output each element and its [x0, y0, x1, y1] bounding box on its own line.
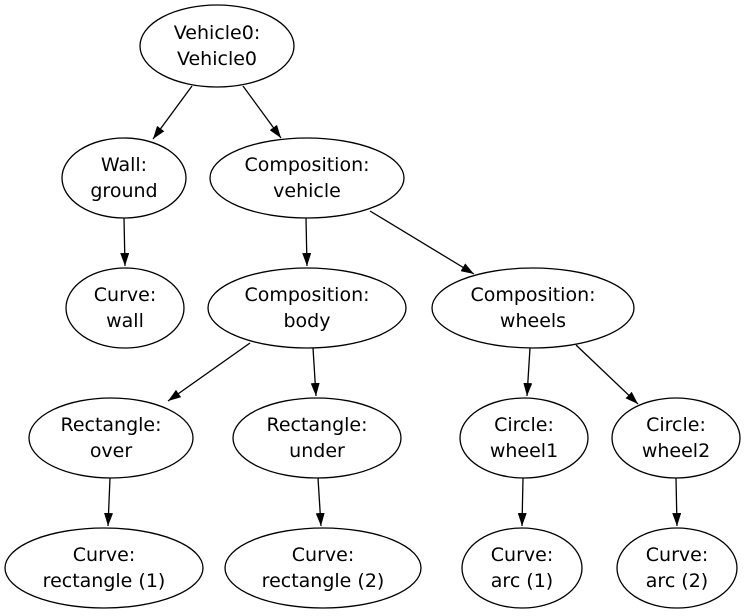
edge-composition-body-to-rectangle-under: [310, 347, 320, 397]
edge-composition-body-to-rectangle-over: [167, 342, 251, 402]
node-wall-ground: Wall: ground: [61, 137, 187, 219]
node-circle-wheel1-ellipse: [459, 397, 589, 479]
node-rectangle-over-line2: over: [90, 440, 133, 462]
node-rectangle-over-line1: Rectangle:: [60, 414, 161, 436]
edge-composition-wheels-to-circle-wheel1: [523, 347, 533, 397]
node-curve-rectangle-2-line2: rectangle (2): [262, 570, 385, 592]
node-composition-wheels-line1: Composition:: [470, 284, 595, 306]
node-composition-vehicle-line1: Composition:: [244, 154, 369, 176]
node-composition-vehicle-line2: vehicle: [273, 180, 341, 202]
node-vehicle0-ellipse: [139, 4, 295, 88]
node-rectangle-under-line1: Rectangle:: [266, 414, 367, 436]
node-curve-wall-line2: wall: [106, 310, 144, 332]
node-curve-arc-2-line1: Curve:: [646, 544, 708, 566]
edge-composition-vehicle-to-composition-body: [302, 217, 312, 267]
node-curve-arc-1-line2: arc (1): [491, 570, 553, 592]
node-composition-wheels-ellipse: [431, 267, 635, 349]
node-curve-rectangle-1-line1: Curve:: [73, 544, 135, 566]
edge-rectangle-under-to-curve-rectangle-2: [315, 477, 325, 527]
edges-group: [104, 85, 682, 527]
edge-composition-wheels-to-circle-wheel2: [575, 344, 639, 405]
edge-circle-wheel2-to-curve-arc-2: [672, 477, 682, 527]
edge-vehicle0-to-wall-ground: [152, 85, 193, 140]
node-composition-vehicle-ellipse: [209, 137, 405, 219]
node-composition-body-ellipse: [207, 267, 407, 349]
node-circle-wheel2: Circle: wheel2: [611, 397, 741, 479]
node-curve-rectangle-1-ellipse: [4, 527, 204, 609]
node-wall-ground-line2: ground: [90, 180, 157, 202]
node-vehicle0-line1: Vehicle0:: [174, 22, 260, 44]
node-vehicle0: Vehicle0: Vehicle0: [139, 4, 295, 88]
node-composition-wheels-line2: wheels: [500, 310, 566, 332]
node-curve-wall-line1: Curve:: [94, 284, 156, 306]
node-curve-wall-ellipse: [65, 267, 185, 349]
node-composition-wheels: Composition: wheels: [431, 267, 635, 349]
node-rectangle-under: Rectangle: under: [232, 397, 402, 479]
node-curve-rectangle-2-line1: Curve:: [292, 544, 354, 566]
node-circle-wheel1-line2: wheel1: [490, 440, 558, 462]
node-circle-wheel1: Circle: wheel1: [459, 397, 589, 479]
node-curve-arc-1-ellipse: [461, 527, 583, 609]
node-composition-body-line2: body: [284, 310, 331, 332]
node-curve-arc-1: Curve: arc (1): [461, 527, 583, 609]
edge-vehicle0-to-composition-vehicle: [242, 85, 282, 139]
node-circle-wheel2-ellipse: [611, 397, 741, 479]
edge-rectangle-over-to-curve-rectangle-1: [104, 477, 114, 527]
node-curve-rectangle-1-line2: rectangle (1): [43, 570, 166, 592]
node-curve-wall: Curve: wall: [65, 267, 185, 349]
node-rectangle-over: Rectangle: over: [28, 397, 194, 479]
node-wall-ground-ellipse: [61, 137, 187, 219]
node-circle-wheel2-line2: wheel2: [642, 440, 710, 462]
node-composition-body-line1: Composition:: [244, 284, 369, 306]
node-rectangle-under-ellipse: [232, 397, 402, 479]
node-wall-ground-line1: Wall:: [101, 154, 147, 176]
node-circle-wheel2-line1: Circle:: [646, 414, 706, 436]
edge-wall-ground-to-curve-wall: [120, 217, 130, 267]
node-composition-body: Composition: body: [207, 267, 407, 349]
node-curve-arc-1-line1: Curve:: [491, 544, 553, 566]
node-curve-rectangle-2: Curve: rectangle (2): [224, 527, 422, 609]
nodes-group: Vehicle0: Vehicle0 Wall: ground Composit…: [4, 4, 741, 609]
node-curve-arc-2-line2: arc (2): [646, 570, 708, 592]
node-vehicle0-line2: Vehicle0: [177, 48, 257, 70]
node-circle-wheel1-line1: Circle:: [494, 414, 554, 436]
node-curve-rectangle-1: Curve: rectangle (1): [4, 527, 204, 609]
edge-composition-vehicle-to-composition-wheels: [369, 210, 475, 275]
node-curve-arc-2-ellipse: [616, 527, 738, 609]
node-composition-vehicle: Composition: vehicle: [209, 137, 405, 219]
node-curve-arc-2: Curve: arc (2): [616, 527, 738, 609]
node-curve-rectangle-2-ellipse: [224, 527, 422, 609]
node-rectangle-over-ellipse: [28, 397, 194, 479]
node-rectangle-under-line2: under: [289, 440, 345, 462]
edge-circle-wheel1-to-curve-arc-1: [517, 477, 527, 527]
